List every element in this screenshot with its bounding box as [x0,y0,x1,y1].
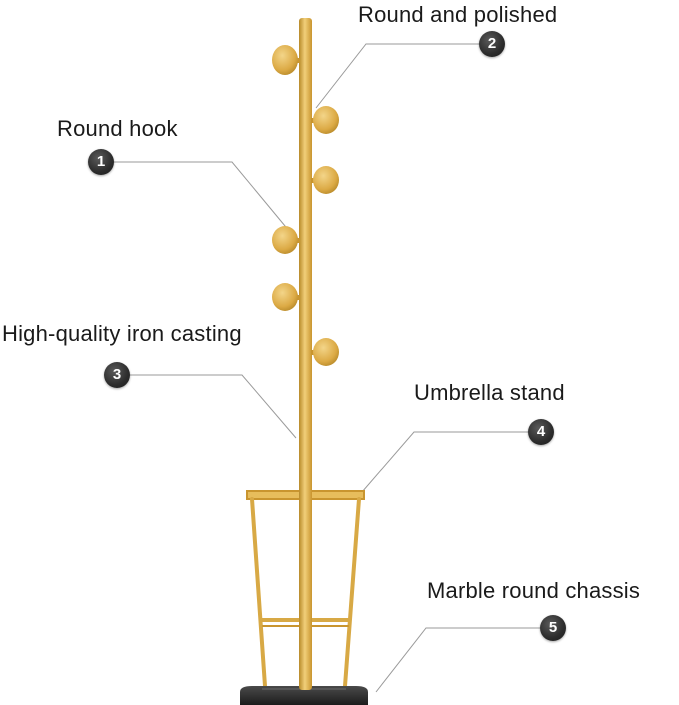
callout-badge-5: 5 [540,615,566,641]
callout-label-4: Umbrella stand [414,380,565,405]
callout-badge-2: 2 [479,31,505,57]
leader-line-2 [315,43,488,109]
callout-badge-3: 3 [104,362,130,388]
callout-label-5: Marble round chassis [427,578,641,603]
hook-left-1 [272,45,300,75]
hook-right-1 [311,106,339,134]
leader-line-3 [120,374,297,439]
round-hooks [272,45,339,366]
leader-lines [108,43,540,693]
leader-line-4 [361,431,528,493]
callout-label-1: Round hook [57,116,178,141]
callout-label-3: High-quality iron casting [2,321,242,346]
leader-line-1 [108,161,291,233]
hook-left-2 [272,226,300,254]
hook-right-2 [311,166,339,194]
hook-right-3 [311,338,339,366]
central-pole [299,18,312,690]
callout-label-2: Round and polished [358,2,558,27]
callout-badge-1: 1 [88,149,114,175]
callout-badge-4: 4 [528,419,554,445]
leader-line-5 [375,627,540,693]
hook-left-3 [272,283,300,311]
